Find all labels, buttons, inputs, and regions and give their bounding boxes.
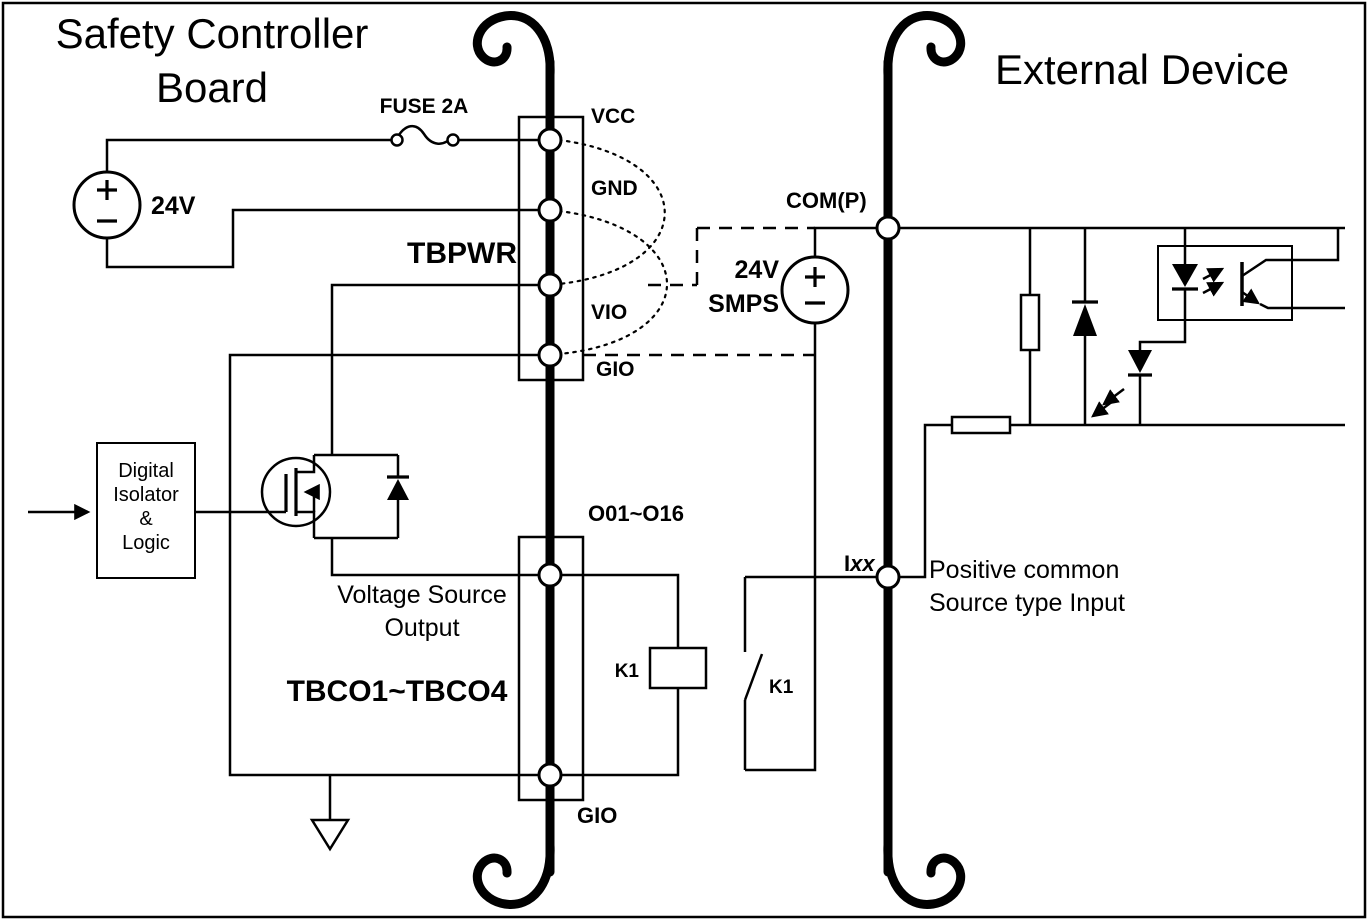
tbpwr-block-label: TBPWR [407,237,517,270]
input-caption-line1: Positive common [929,556,1119,584]
terminals [537,127,901,788]
external-device-title: External Device [995,46,1289,93]
fuse-icon [390,125,460,147]
bleeder-resistor-icon [1019,293,1041,352]
isolator-label-line4: Logic [122,532,170,554]
relay-coil-loop-wire [550,573,680,777]
ground-icon [309,818,351,852]
protection-diode-icon [1072,300,1098,336]
light-arrow [1102,388,1125,406]
smps-negative-return-wire [745,323,817,772]
supply-24v-source-icon [72,170,142,240]
smps-24v-source-icon [780,255,850,325]
rail-break-bottom-icon [472,840,555,909]
terminal-output-gio [537,762,563,788]
smps-field-wiring-dashed [583,226,815,357]
plus-sign [97,180,117,200]
left-board-boundary-rail [472,11,555,909]
contact-blade-icon [743,653,764,701]
supply-positive-wire [105,138,539,172]
tbco-block-label: TBCO1~TBCO4 [287,675,508,708]
optocoupler-icon [1157,245,1293,321]
output-caption-line1: Voltage Source [337,581,507,609]
output-gio-terminal-label: GIO [577,803,617,828]
fuse-label: FUSE 2A [380,95,469,118]
smps-label-line1: 24V [735,256,780,284]
light-arrow [1202,267,1225,283]
terminal-vio [537,272,563,298]
contact-label: K1 [769,677,794,698]
relay-coil-icon [648,646,708,690]
light-arrow [1202,281,1225,297]
internal-jumper-arcs [557,138,668,356]
terminal-vcc-label: VCC [591,105,635,128]
vio-wire [330,283,539,455]
terminal-ixx [875,564,901,590]
isolator-label-line2: Isolator [113,484,179,506]
terminal-gnd [537,197,563,223]
isolator-label-line1: Digital [118,460,174,482]
mosfet-drain-lead [296,455,316,474]
output-terminal-label: O01~O16 [588,501,684,526]
terminal-gio-label: GIO [596,358,635,381]
mosfet-icon [260,456,332,528]
indicator-led-icon [1091,350,1152,418]
rail-break-top-icon [472,11,555,80]
relay-coil-label: K1 [615,661,640,682]
input-series-resistor-icon [950,415,1012,435]
left-board-title-line2: Board [156,64,268,111]
supply-negative-wire [105,208,539,269]
terminal-vcc [537,127,563,153]
digital-isolator-box [96,442,196,579]
plus-sign [805,267,825,287]
terminal-vio-label: VIO [591,301,627,324]
isolator-label-line3: & [139,508,153,530]
opto-led-triangle [1172,264,1198,287]
output-wire [330,538,539,577]
smps-positive-wire [813,226,888,257]
rail-break-top-icon [883,11,966,80]
left-board-title-line1: Safety Controller [56,10,369,57]
terminal-output [537,562,563,588]
wiring [105,138,1345,820]
gio-return-wire [228,353,539,777]
terminal-gnd-label: GND [591,177,638,200]
terminal-gio [537,342,563,368]
opto-emitter-lead [1259,302,1345,310]
right-board-boundary-rail [883,11,966,909]
opto-collector-lead [1241,228,1340,278]
ixx-internal-riser-wire [888,423,952,579]
flyback-diode-icon [387,455,409,538]
terminal-com [875,215,901,241]
input-caption-line2: Source type Input [929,589,1125,617]
output-caption-line2: Output [384,614,459,642]
light-arrow [1091,400,1114,418]
smps-label-line2: SMPS [708,290,779,318]
opto-emitter-arrow [1241,288,1261,305]
supply-voltage-label: 24V [151,192,196,220]
input-terminal-label: Ixx [844,551,875,576]
rail-break-bottom-icon [883,840,966,909]
com-label: COM(P) [786,188,867,213]
